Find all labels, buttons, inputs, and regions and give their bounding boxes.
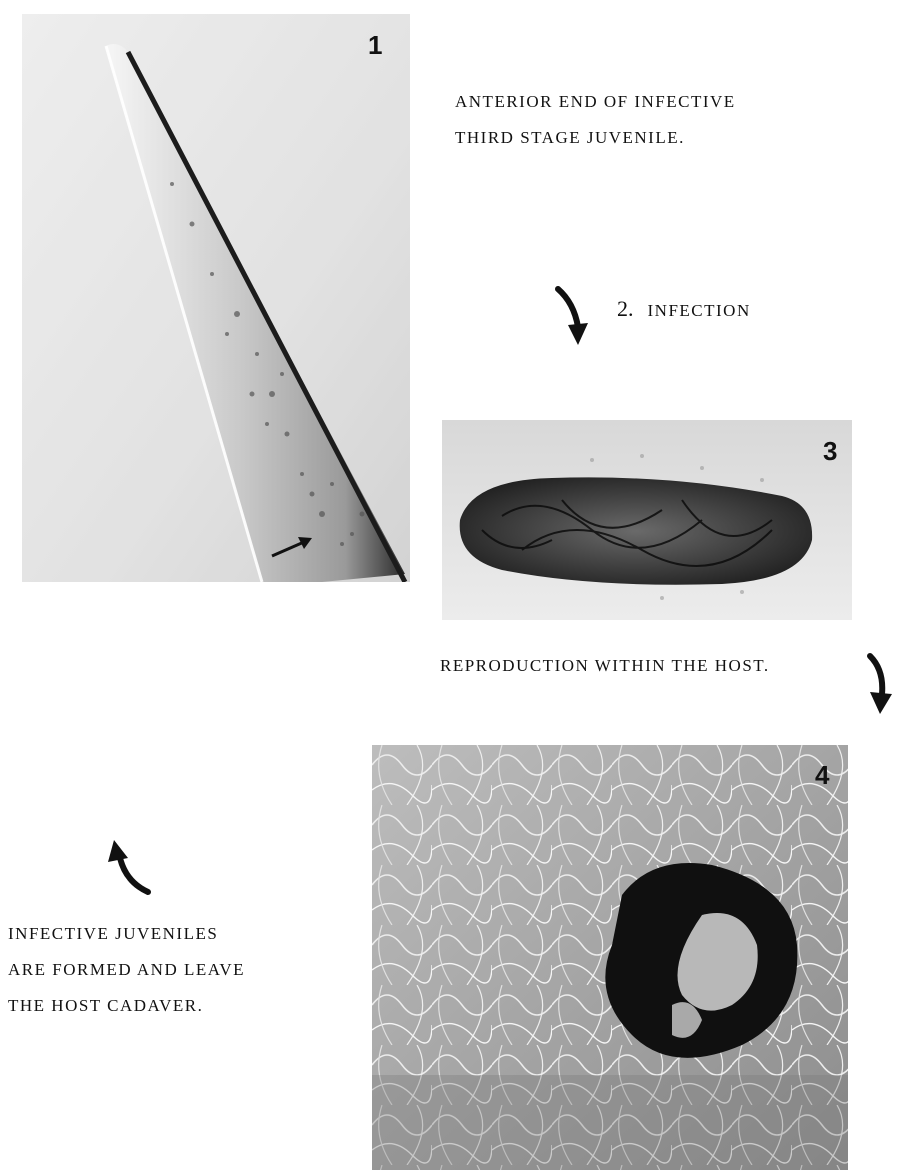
curved-arrow-icon — [860, 652, 900, 716]
panel-number-4: 4 — [815, 760, 829, 791]
panel-number-3: 3 — [823, 436, 837, 467]
step-label-text: INFECTION — [648, 301, 751, 320]
caption-line: ANTERIOR END OF INFECTIVE — [455, 84, 736, 120]
caption-line: THE HOST CADAVER. — [8, 988, 245, 1024]
caption-line: ARE FORMED AND LEAVE — [8, 952, 245, 988]
caption-line: INFECTIVE JUVENILES — [8, 916, 245, 952]
panel1-caption: ANTERIOR END OF INFECTIVE THIRD STAGE JU… — [455, 84, 736, 156]
final-caption: INFECTIVE JUVENILES ARE FORMED AND LEAVE… — [8, 916, 245, 1024]
panel3-caption: REPRODUCTION WITHIN THE HOST. — [440, 648, 770, 684]
infected-host-photo — [442, 420, 852, 620]
panel-number-1: 1 — [368, 30, 382, 61]
infection-label: 2. INFECTION — [617, 296, 751, 322]
step-number-2: 2. — [617, 296, 634, 321]
curved-arrow-icon — [104, 838, 152, 896]
emerging-juveniles-photo — [372, 745, 848, 1170]
caption-line: THIRD STAGE JUVENILE. — [455, 120, 736, 156]
curved-arrow-icon — [552, 283, 592, 347]
juvenile-micrograph — [22, 14, 410, 582]
